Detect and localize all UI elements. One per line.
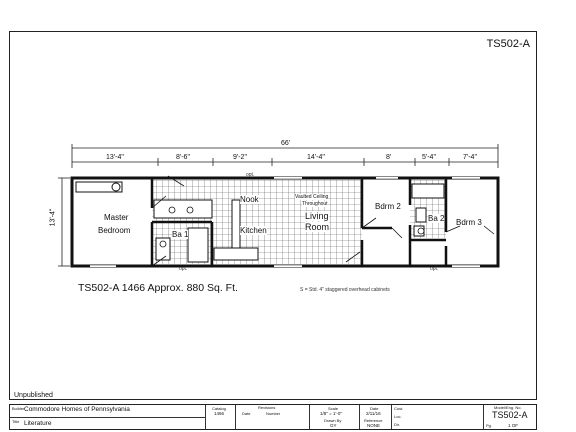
scale-value: 1/8" = 1'-0" [320, 411, 342, 416]
title-block: Builder Commodore Homes of Pennsylvania … [9, 404, 537, 430]
room-master: Master [104, 213, 129, 222]
room-bdrm2: Bdrm 2 [375, 202, 401, 211]
room-bdrm3: Bdrm 3 [456, 218, 482, 227]
drawn-value: GY [330, 423, 337, 428]
title-label: Title [12, 419, 20, 424]
room-vaulted-2: Throughout [302, 201, 328, 207]
builder-label: Builder [12, 406, 25, 411]
drawn-label: Drawn By [324, 418, 342, 423]
pg-label: Pg. [486, 423, 493, 428]
tb-revisions-cell: Revisions Date Number [236, 405, 310, 429]
dimension-3: 9'-2" [233, 154, 247, 161]
dir-label: Dir. [394, 422, 400, 427]
revisions-label: Revisions [258, 405, 276, 410]
dimension-7: 7'-4" [463, 154, 477, 161]
catalog-value: 1466 [214, 411, 225, 416]
dimension-1: 13'-4" [106, 154, 124, 161]
tb-builder-cell: Builder Commodore Homes of Pennsylvania … [10, 405, 206, 429]
dimension-4: 14'-4" [307, 154, 325, 161]
builder-value: Commodore Homes of Pennsylvania [24, 406, 130, 413]
dimension-6: 5'-4" [422, 154, 436, 161]
cabinet-note: S = Std. 4" staggered overhead cabinets [300, 287, 390, 293]
title-value: Literature [24, 420, 52, 427]
model-line: TS502-A 1466 Approx. 880 Sq. Ft. [78, 282, 238, 294]
overall-dimension: 66' [281, 140, 291, 147]
room-kitchen: Kitchen [240, 226, 267, 235]
room-master-2: Bedroom [98, 226, 131, 235]
opt-label-1: opt. [246, 172, 255, 178]
tb-date-cell: Date 2/11/16 Reference NONE [360, 405, 392, 429]
tb-model-cell: Model/Eng. No. TS502-A Pg. 1 OF [484, 405, 538, 429]
tb-customer-cell: Cust. Loc. Dir. [392, 405, 484, 429]
model-label: Model/Eng. No. [494, 405, 522, 410]
date-value: 2/11/16 [366, 411, 381, 416]
date-label: Date [370, 406, 379, 411]
drawing-sheet: TS502-A [9, 31, 537, 400]
reference-label: Reference [364, 418, 383, 423]
room-nook: Nook [240, 195, 259, 204]
room-ba2: Ba 2 [428, 214, 445, 223]
dimension-2: 8'-6" [176, 154, 190, 161]
status-text: Unpublished [14, 392, 53, 399]
tb-scale-cell: Scale 1/8" = 1'-0" Drawn By GY [310, 405, 360, 429]
room-vaulted-1: Vaulted Ceiling [295, 194, 329, 200]
model-value: TS502-A [492, 410, 528, 420]
room-living-1: Living [305, 211, 329, 221]
tb-catalog-cell: Catalog 1466 [206, 405, 236, 429]
loc-label: Loc. [394, 414, 402, 419]
cust-label: Cust. [394, 406, 404, 411]
width-dimension: 13'-4" [49, 208, 57, 227]
revisions-date-label: Date [242, 411, 251, 416]
opt-label-3: opt. [430, 266, 439, 272]
plan-id: TS502-A [486, 38, 530, 50]
pg-value: 1 OF [508, 423, 519, 428]
revisions-number-label: Number [266, 411, 281, 416]
catalog-label: Catalog [212, 406, 226, 411]
dimension-5: 8' [386, 154, 392, 161]
room-ba1: Ba 1 [172, 230, 189, 239]
reference-value: NONE [367, 423, 381, 428]
scale-label: Scale [328, 406, 339, 411]
opt-label-2: opt. [179, 266, 188, 272]
room-living-2: Room [305, 222, 330, 232]
